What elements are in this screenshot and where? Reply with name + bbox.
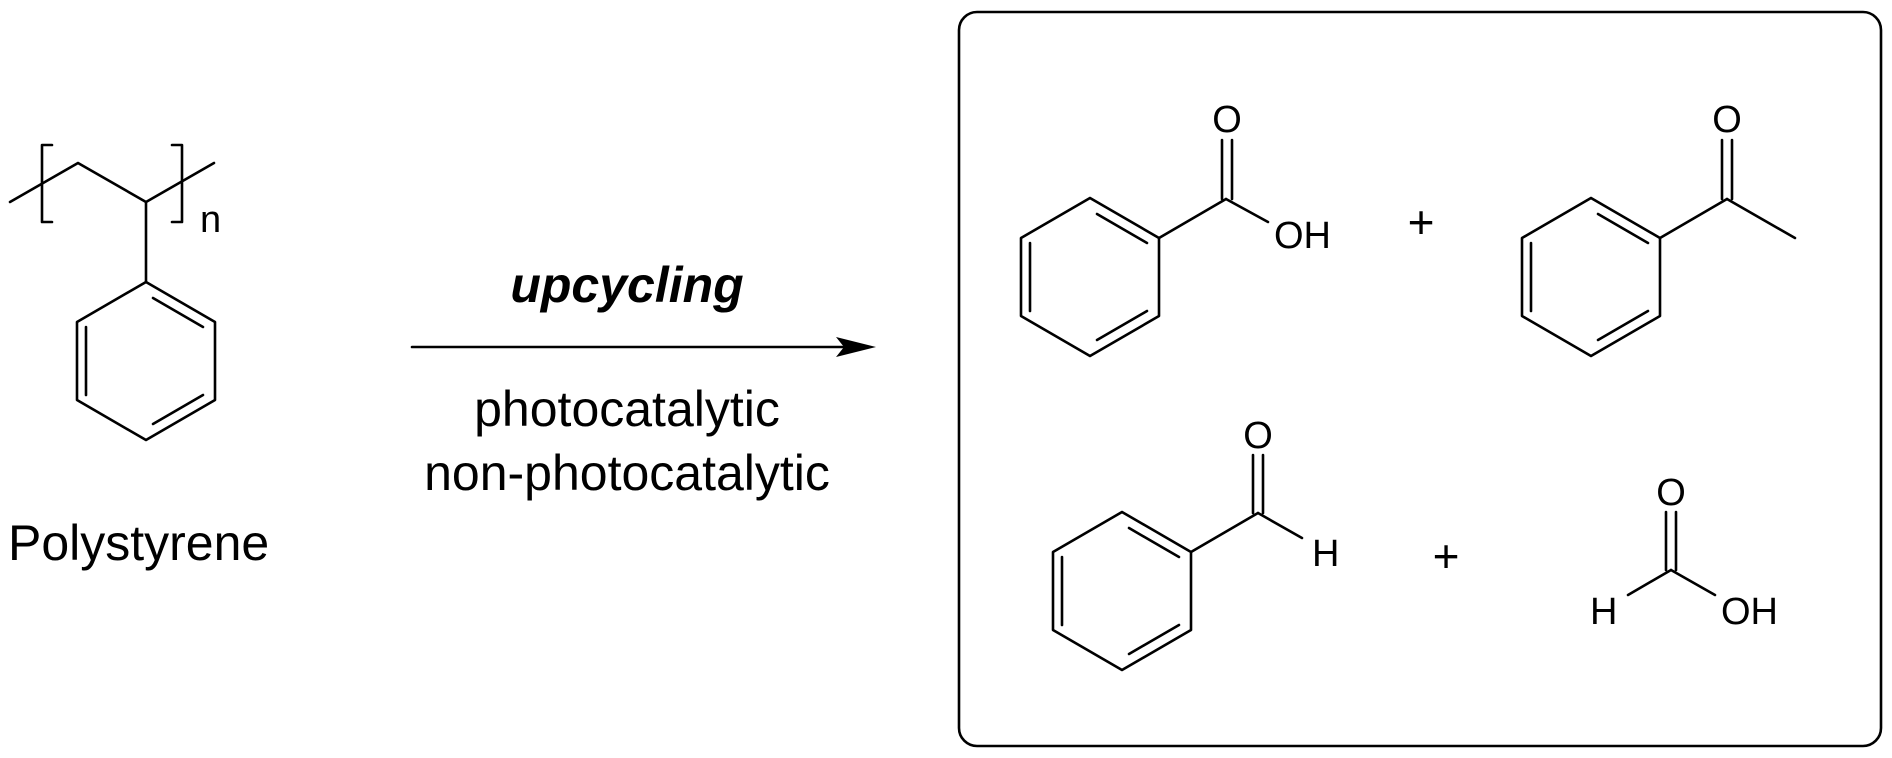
reactant-name-label: Polystyrene <box>8 515 269 571</box>
benzaldehyde-structure: O H <box>1051 415 1339 672</box>
arrow-label-below-line2: non-photocatalytic <box>424 445 830 501</box>
formic-acid-hydrogen: H <box>1590 591 1617 633</box>
benzaldehyde-aldehyde-bonds <box>1189 453 1304 554</box>
formic-acid-hydroxyl: OH <box>1721 591 1778 633</box>
polystyrene-phenyl-ring <box>75 280 217 442</box>
benzoic-acid-inner-double-bonds <box>1028 212 1149 342</box>
plus-sign-1: + <box>1408 196 1435 248</box>
repeat-subscript-n: n <box>200 199 221 241</box>
benzoic-acid-ring <box>1019 196 1161 358</box>
benzaldehyde-inner-double-bonds <box>1060 526 1181 656</box>
repeat-bracket-left <box>40 143 54 224</box>
arrow-label-above: upcycling <box>510 257 743 313</box>
benzoic-acid-oxygen: O <box>1212 99 1242 141</box>
benzoic-acid-carboxyl-bonds <box>1157 138 1270 240</box>
reaction-arrow-group: upcycling photocatalytic non-photocataly… <box>410 257 876 501</box>
polystyrene-structure: n Polystyrene <box>8 143 269 571</box>
acetophenone-oxygen: O <box>1712 99 1742 141</box>
benzaldehyde-hydrogen: H <box>1312 533 1339 575</box>
acetophenone-inner-double-bonds <box>1529 212 1650 342</box>
formic-acid-structure: O H OH <box>1590 472 1778 633</box>
benzaldehyde-oxygen: O <box>1243 415 1273 457</box>
benzoic-acid-structure: O OH <box>1019 99 1331 358</box>
benzoic-acid-hydroxyl: OH <box>1274 215 1331 257</box>
acetophenone-structure: O <box>1520 99 1797 358</box>
arrow-label-below-line1: photocatalytic <box>474 381 780 437</box>
benzaldehyde-ring <box>1051 510 1193 672</box>
polystyrene-backbone <box>8 161 216 204</box>
acetophenone-ketone-bonds <box>1658 138 1797 240</box>
formic-acid-oxygen: O <box>1656 472 1686 514</box>
reaction-arrow-head <box>836 337 876 357</box>
phenyl-inner-double-bonds <box>84 296 205 426</box>
products-box <box>957 10 1883 748</box>
repeat-bracket-right <box>170 143 184 224</box>
acetophenone-ring <box>1520 196 1662 358</box>
formic-acid-bonds <box>1626 510 1717 597</box>
plus-sign-2: + <box>1433 530 1460 582</box>
